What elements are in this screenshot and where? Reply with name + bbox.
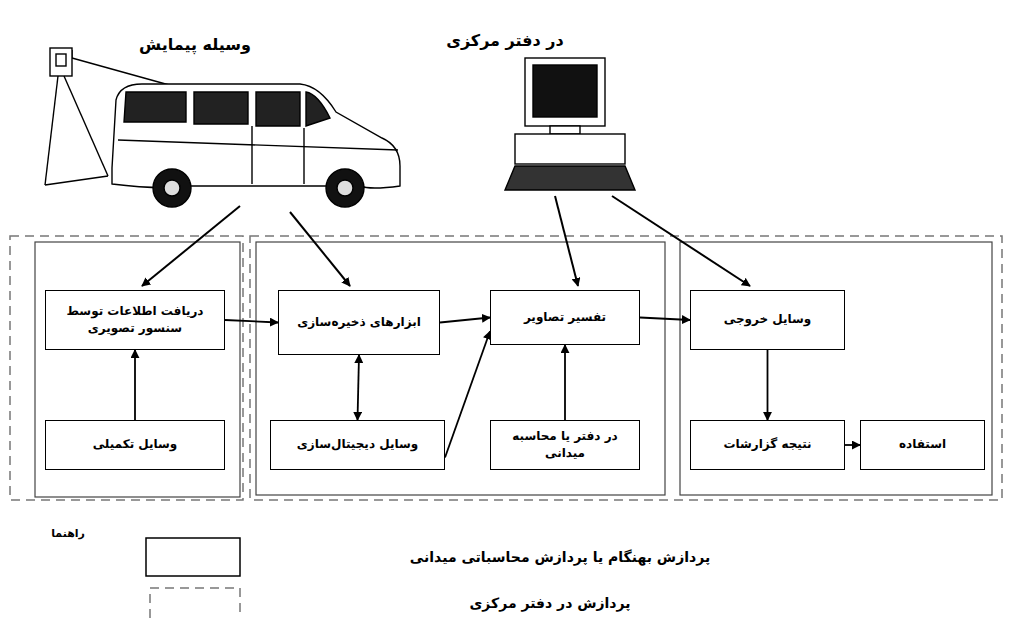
office-computer xyxy=(505,58,635,190)
field-region xyxy=(680,242,992,495)
van-wheel xyxy=(153,169,191,207)
caption-label: وسیله پیمایش xyxy=(139,35,251,54)
box-label: دریافت اطلاعات توسط سنسور تصویری xyxy=(52,303,218,338)
view-line xyxy=(64,76,108,176)
central-office-region xyxy=(10,236,243,500)
van-wheel xyxy=(337,180,353,196)
monitor xyxy=(525,58,605,126)
computer-case xyxy=(515,134,625,164)
flow-arrow xyxy=(767,350,769,420)
box-label: نتیجه گزارشات xyxy=(723,436,811,453)
keyboard xyxy=(505,166,635,190)
process-box: دریافت اطلاعات توسط سنسور تصویری xyxy=(45,290,225,350)
box-label: وسایل دیجیتال‌سازی xyxy=(297,436,418,453)
caption-label: راهنما xyxy=(51,527,85,540)
camera xyxy=(50,48,72,76)
central-office-region xyxy=(250,236,1002,500)
box-label: استفاده xyxy=(899,436,946,453)
monitor-screen xyxy=(533,65,597,117)
equipment-arrow xyxy=(555,196,578,286)
process-box: در دفتر یا محاسبه میدانی xyxy=(490,420,640,470)
flow-arrow xyxy=(845,444,860,446)
legend-text: پردازش بهنگام یا پردازش محاسباتی میدانی xyxy=(410,549,710,565)
process-box: وسایل خروجی xyxy=(690,290,845,350)
camera xyxy=(56,54,66,66)
box-label: ابزارهای ذخیره‌سازی xyxy=(297,314,421,331)
van-window xyxy=(306,92,330,126)
process-box: استفاده xyxy=(860,420,985,470)
van-wheel xyxy=(326,169,364,207)
process-box: نتیجه گزارشات xyxy=(690,420,845,470)
van-window xyxy=(256,92,300,126)
equipment-arrow xyxy=(142,206,240,286)
flow-arrow xyxy=(440,318,490,323)
flow-arrow xyxy=(564,345,566,420)
flow-arrow xyxy=(134,350,136,420)
van-door xyxy=(303,128,304,184)
field-region xyxy=(35,242,240,497)
box-label: تفسیر تصاویر xyxy=(524,309,606,326)
legend-sample-solid xyxy=(146,538,240,576)
flow-arrow xyxy=(225,320,278,323)
box-label: در دفتر یا محاسبه میدانی xyxy=(497,428,633,463)
process-box: تفسیر تصاویر xyxy=(490,290,640,345)
equipment-arrows xyxy=(142,196,750,286)
process-box: وسایل دیجیتال‌سازی xyxy=(270,420,445,470)
view-line xyxy=(45,76,58,185)
equipment-arrow xyxy=(290,212,350,286)
process-box: ابزارهای ذخیره‌سازی xyxy=(278,290,440,355)
survey-van xyxy=(45,48,400,207)
caption-label: در دفتر مرکزی xyxy=(446,31,564,50)
legend-sample-dashed xyxy=(150,588,240,618)
van-door xyxy=(251,126,252,184)
box-label: وسایل تکمیلی xyxy=(93,436,178,453)
legend-text: پردازش در دفتر مرکزی xyxy=(469,595,630,611)
view-line xyxy=(45,176,108,185)
equipment-arrow xyxy=(612,196,750,286)
box-label: وسایل خروجی xyxy=(724,311,812,328)
van-window xyxy=(194,92,248,124)
flow-arrow xyxy=(640,318,690,321)
flow-arrow xyxy=(445,331,490,457)
van-trim xyxy=(118,140,398,150)
field-region xyxy=(256,242,665,495)
van-window xyxy=(124,92,186,122)
van-wheel xyxy=(164,180,180,196)
flow-arrow xyxy=(358,355,360,420)
monitor-stand xyxy=(550,126,580,134)
process-box: وسایل تکمیلی xyxy=(45,420,225,470)
